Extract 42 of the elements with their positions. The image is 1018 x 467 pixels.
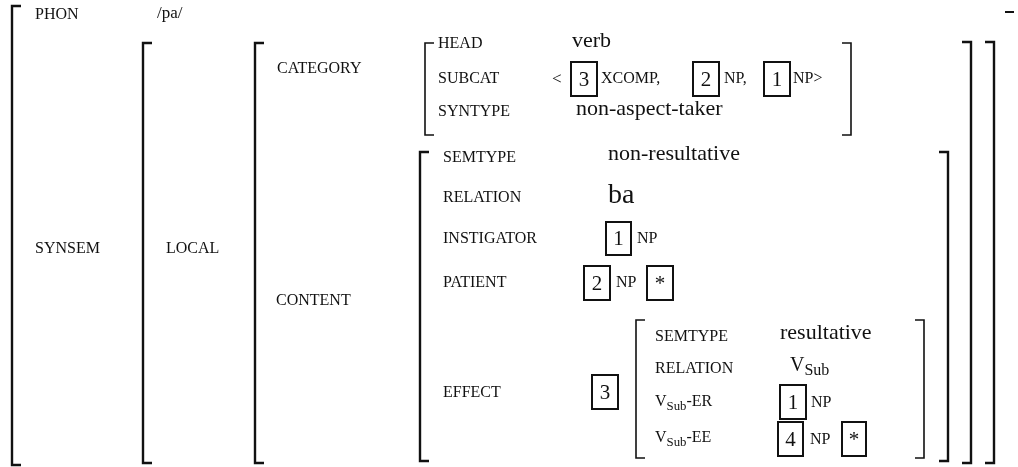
tag-box: 2 [692,61,720,97]
feature-name: SEMTYPE [655,328,728,344]
feature-value: verb [572,29,612,51]
feature-value: NP, [724,70,747,86]
feature-value: non-aspect-taker [576,97,723,119]
feature-name: CONTENT [276,292,351,308]
feature-name: LOCAL [166,240,220,256]
feature-value: XCOMP, [601,70,661,86]
feature-name: SYNTYPE [438,103,510,119]
tag-box: 1 [605,221,632,256]
feature-name: SEMTYPE [443,149,516,165]
feature-value: NP [811,394,832,410]
feature-value: NP [810,431,831,447]
feature-value: V$_{Sub}$ [790,353,830,379]
tag-box: 1 [763,61,791,97]
feature-name: SYNSEM [35,240,100,256]
tag-box: 4 [777,421,804,457]
feature-name: SUBCAT [438,70,500,86]
tag-box: 1 [779,384,807,420]
feature-value: NP [616,274,637,290]
tag-box: 3 [570,61,598,97]
feature-name: CATEGORY [277,60,362,76]
feature-value: ba [608,180,635,208]
feature-value: NP [637,230,658,246]
tag-box: 2 [583,265,611,301]
feature-name: HEAD [438,35,483,51]
feature-name: PHON [35,6,79,22]
feature-value: resultative [780,321,872,343]
feature-name: PATIENT [443,274,507,290]
tag-box: * [646,265,674,301]
feature-name: RELATION [655,360,734,376]
feature-value: < [552,69,562,87]
feature-value: /pa/ [157,3,183,21]
tag-box: 3 [591,374,619,410]
feature-name: V$_{Sub}$-ER [655,393,713,413]
feature-name: RELATION [443,189,522,205]
feature-name: V$_{Sub}$-EE [655,429,712,449]
feature-value: non-resultative [608,142,740,164]
tag-box: * [841,421,867,457]
feature-name: EFFECT [443,384,501,400]
feature-name: INSTIGATOR [443,230,537,246]
feature-value: NP> [793,70,823,86]
